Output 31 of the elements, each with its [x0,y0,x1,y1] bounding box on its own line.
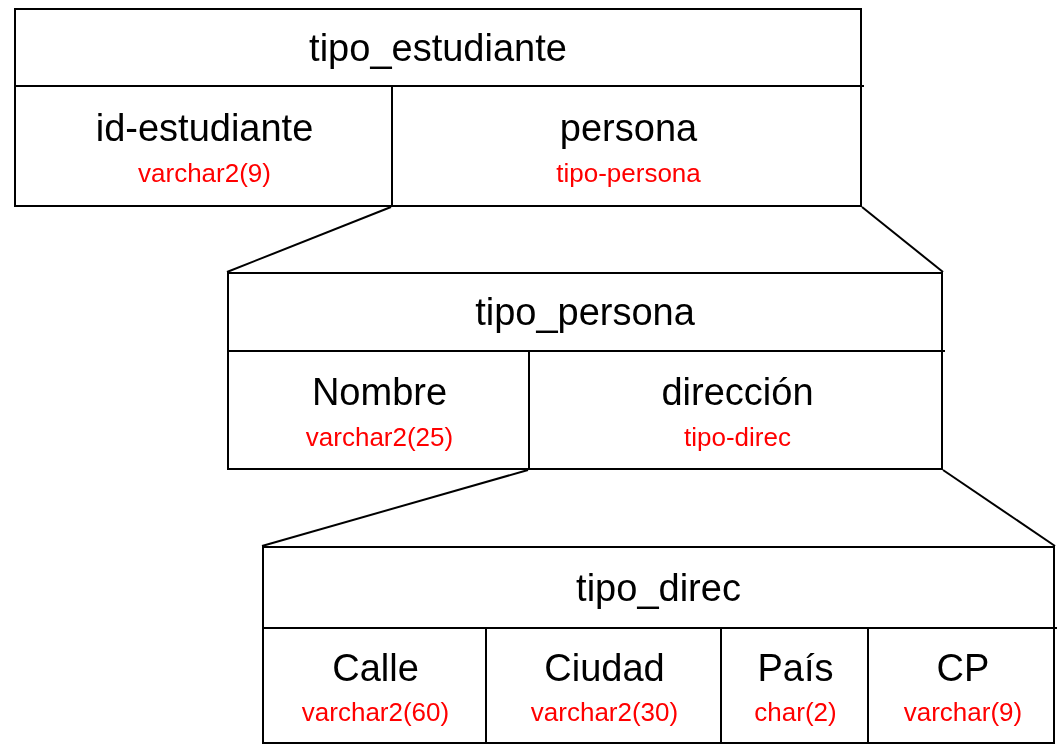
field-type: char(2) [754,696,837,729]
field-type: varchar(9) [903,696,1023,729]
field-name: id-estudiante [95,106,314,151]
field-cell [485,627,722,744]
field-name: CP [936,645,990,691]
table-box [227,272,943,470]
field-name: dirección [661,370,814,415]
table-title: tipo_estudiante [309,28,567,67]
field-cell [391,85,864,207]
field-name: persona [559,106,698,151]
field-type: varchar2(30) [530,696,679,729]
field-type: varchar2(25) [305,420,454,453]
field-name: Nombre [311,370,448,415]
connector-line [261,469,529,547]
table-title: tipo_persona [475,293,695,331]
field-cell [720,627,869,744]
table-title: tipo_direc [576,568,741,607]
field-name: Calle [332,645,419,691]
field-name: País [757,645,834,691]
field-type: tipo-persona [556,156,701,189]
connector-line [226,206,392,273]
field-name: Ciudad [544,645,665,691]
table-box [262,546,1055,744]
connector-line [942,469,1056,547]
field-cell [867,627,1057,744]
connector-line [861,206,944,273]
field-cell [528,350,945,470]
field-type: tipo-direc [684,420,791,453]
table-box [14,8,862,207]
field-type: varchar2(60) [301,696,450,729]
field-type: varchar2(9) [138,156,271,189]
